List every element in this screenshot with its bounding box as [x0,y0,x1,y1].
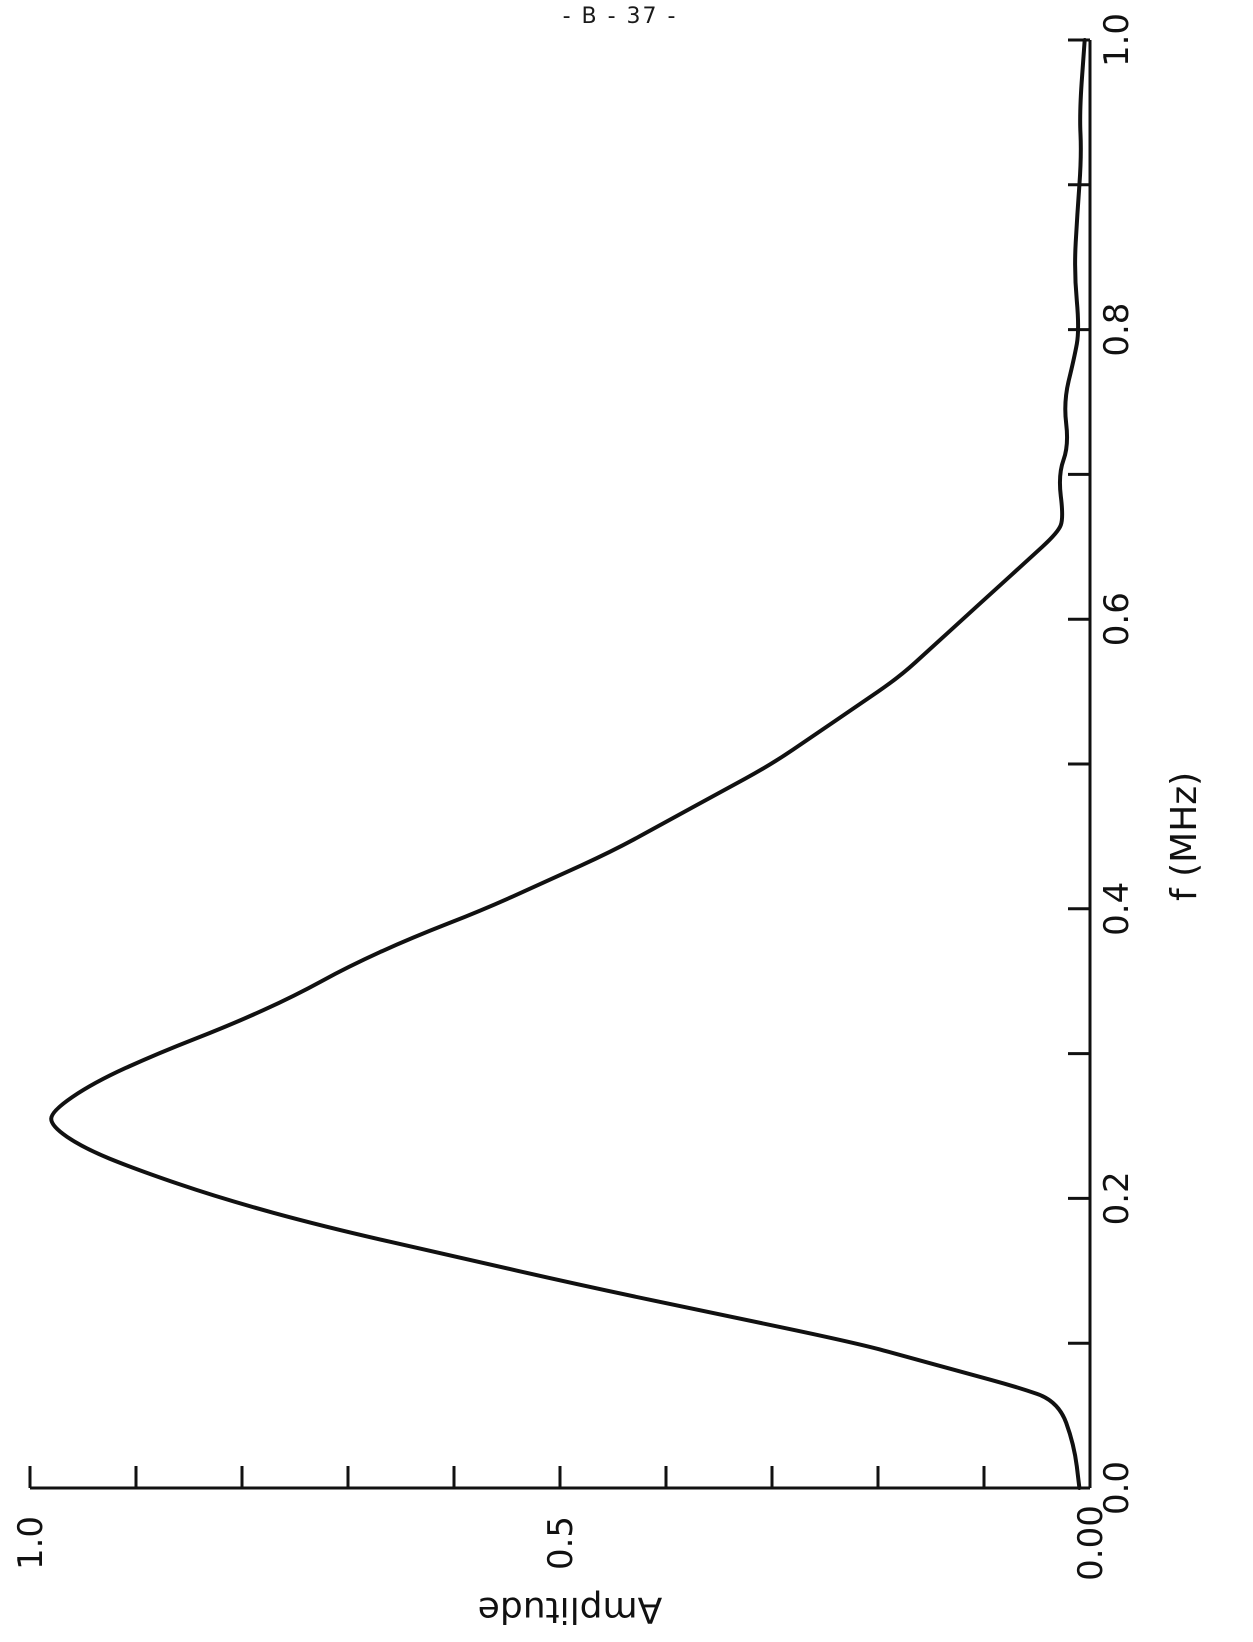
frequency-tick-label: 0.8 [1097,303,1137,357]
amplitude-axis-title: Amplitude [478,1589,662,1630]
labels-layer: 0.0 0.2 0.4 0.6 0.8 1.0 0.00 0.5 1.0 f (MHz) Ampli… [11,13,1205,1630]
frequency-tick-label: 1.0 [1097,13,1137,67]
series-layer [49,38,1087,1490]
frequency-tick-label: 0.6 [1097,592,1137,646]
amplitude-tick-label: 1.0 [11,1516,51,1570]
frequency-tick-label: 0.0 [1097,1461,1137,1515]
amplitude-tick-label: 0.5 [541,1516,581,1570]
amplitude-curve [49,38,1087,1490]
frequency-tick-label: 0.4 [1097,882,1137,936]
frequency-axis-title: f (MHz) [1164,772,1205,901]
frequency-tick-label: 0.2 [1097,1171,1137,1225]
page-number: - B - 37 - [562,4,678,29]
axes-layer [30,40,1092,1490]
ticks-layer [28,38,1092,1490]
amplitude-tick-label: 0.00 [1071,1505,1111,1581]
